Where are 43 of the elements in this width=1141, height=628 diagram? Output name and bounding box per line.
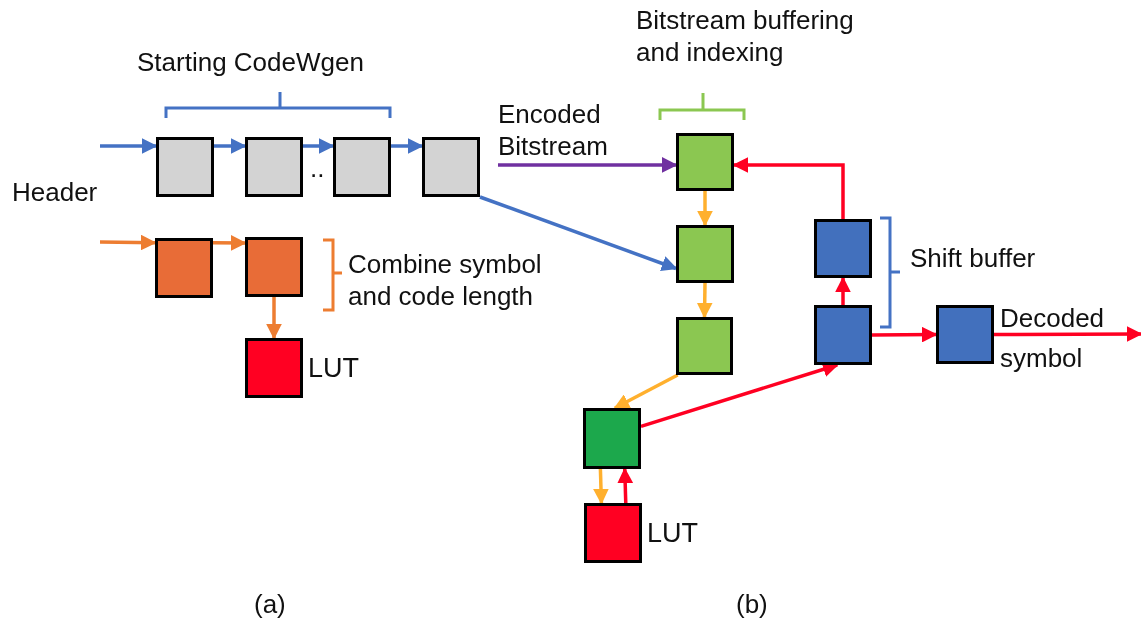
annotation-text: Encoded Bitstream — [498, 98, 609, 162]
arrow — [593, 468, 609, 505]
arrow — [613, 373, 679, 410]
register-block — [422, 137, 480, 197]
arrow — [213, 235, 247, 251]
register-block — [333, 137, 391, 197]
register-block — [245, 137, 303, 197]
block-caption: LUT — [647, 517, 698, 549]
annotation-text: Starting CodeWgen — [137, 46, 365, 78]
register-block — [583, 408, 641, 469]
block-caption: LUT — [308, 352, 359, 384]
register-block — [936, 305, 994, 364]
annotation-text: (a) — [254, 588, 287, 620]
annotation-text: Shift buffer — [910, 242, 1037, 274]
arrow — [872, 326, 938, 343]
arrow — [617, 467, 634, 504]
arrow — [266, 297, 282, 340]
annotation-text: Header — [12, 176, 99, 208]
annotation-text: (b) — [736, 588, 769, 620]
arrow — [100, 138, 158, 154]
arrow — [214, 138, 247, 154]
annotation-text: Decoded symbol — [1000, 302, 1106, 375]
arrow — [697, 191, 713, 227]
register-block — [676, 133, 734, 191]
annotation-text: .. — [310, 152, 326, 184]
arrow — [498, 157, 678, 173]
arrow — [479, 195, 678, 272]
arrow — [99, 234, 157, 251]
arrow — [732, 157, 845, 219]
register-block — [814, 219, 872, 278]
annotation-text: Combine symbol and code length — [348, 248, 543, 312]
arrow — [303, 138, 335, 154]
register-block — [155, 238, 213, 298]
register-block — [245, 237, 303, 297]
arrow — [994, 326, 1141, 342]
annotation-text: Bitstream buffering and indexing — [636, 4, 855, 68]
arrow — [391, 138, 424, 154]
arrow — [835, 276, 851, 305]
register-block — [156, 137, 214, 197]
register-block — [676, 225, 734, 283]
register-block — [676, 317, 733, 375]
register-block — [814, 305, 872, 365]
arrow — [696, 282, 713, 319]
